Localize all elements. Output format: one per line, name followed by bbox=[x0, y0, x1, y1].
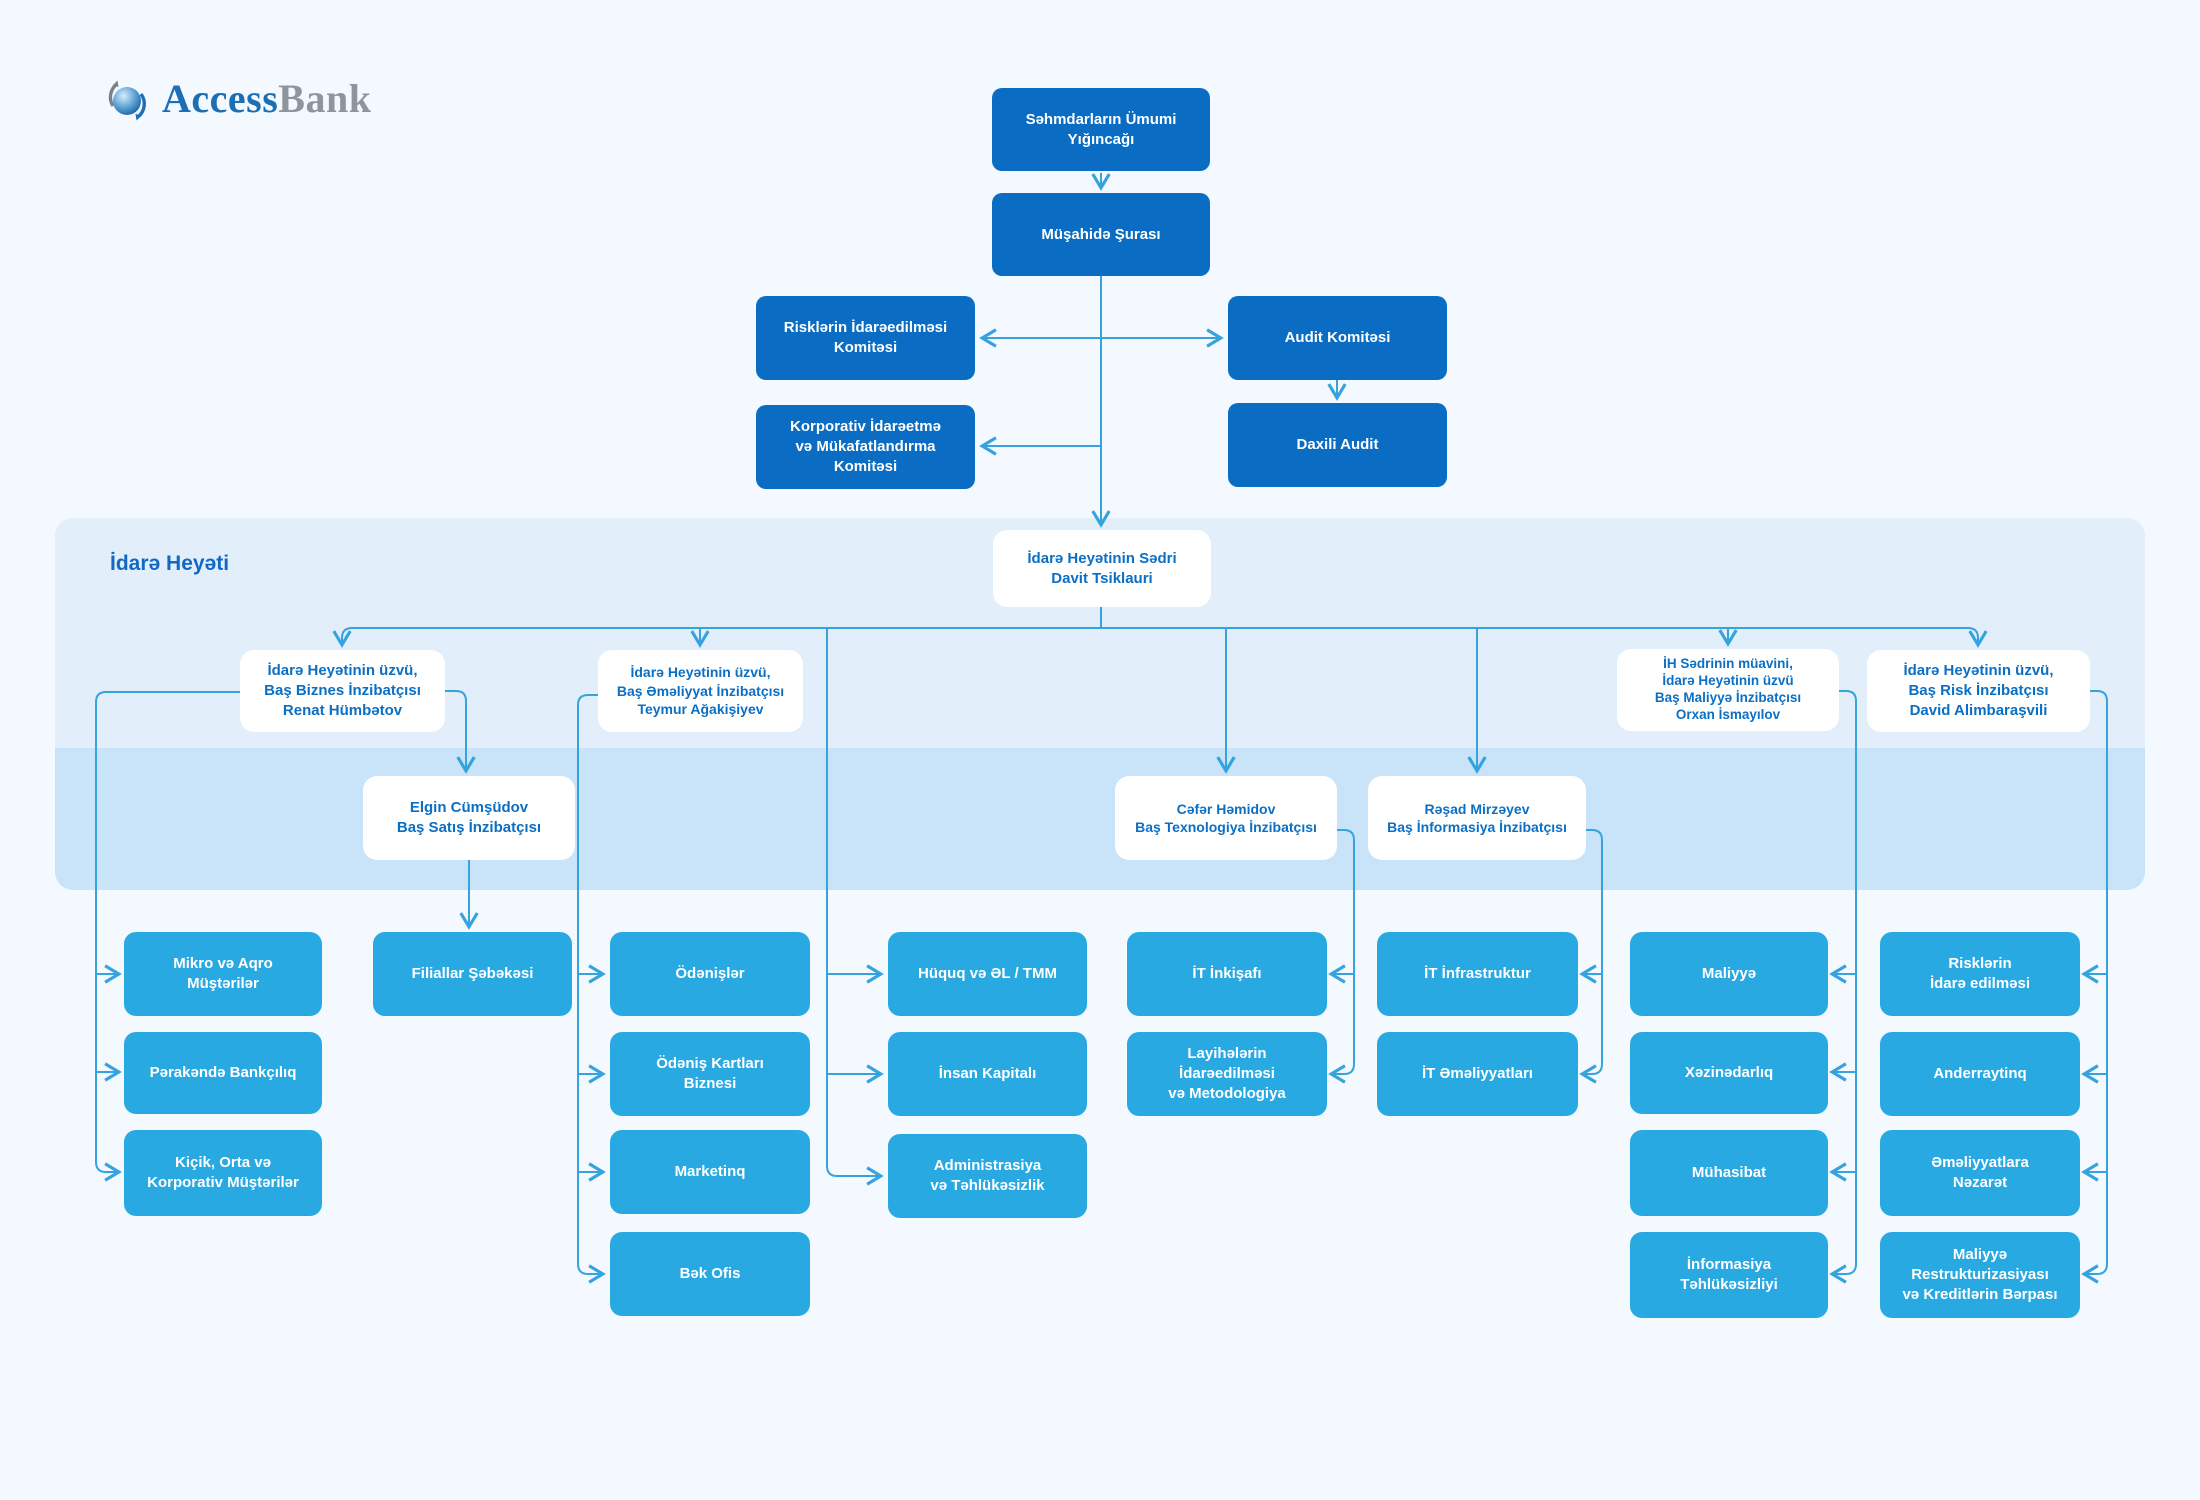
node-odenisler: Ödənişlər bbox=[610, 932, 810, 1016]
node-huquq: Hüquq və ƏL / TMM bbox=[888, 932, 1087, 1016]
node-filiallar-sebekesi: Filiallar Şəbəkəsi bbox=[373, 932, 572, 1016]
node-it-inkisafi: İT İnkişafı bbox=[1127, 932, 1327, 1016]
node-maliyye-restrukturizasiyasi: Maliyyə Restrukturizasiyası və Kreditlər… bbox=[1880, 1232, 2080, 1318]
node-general-meeting: Səhmdarların Ümumi Yığıncağı bbox=[992, 88, 1210, 171]
node-bek-ofis: Bək Ofis bbox=[610, 1232, 810, 1316]
node-maliyye: Maliyyə bbox=[1630, 932, 1828, 1016]
node-administrasiya: Administrasiya və Təhlükəsizlik bbox=[888, 1134, 1087, 1218]
logo-part-access: Access bbox=[162, 75, 279, 121]
node-perakende-bankciliq: Pərakəndə Bankçılıq bbox=[124, 1032, 322, 1114]
node-insan-kapitali: İnsan Kapitalı bbox=[888, 1032, 1087, 1116]
node-elgin-cumsudov: Elgin Cümşüdov Baş Satış İnzibatçısı bbox=[363, 776, 575, 860]
node-anderraytinq: Anderraytinq bbox=[1880, 1032, 2080, 1116]
node-audit-committee: Audit Komitəsi bbox=[1228, 296, 1447, 380]
node-emeliyyatlara-nezaret: Əməliyyatlara Nəzarət bbox=[1880, 1130, 2080, 1216]
node-supervisory-board: Müşahidə Şurası bbox=[992, 193, 1210, 276]
logo-part-bank: Bank bbox=[278, 75, 372, 121]
node-chairman: İdarə Heyətinin Sədri Davit Tsiklauri bbox=[993, 530, 1211, 607]
node-kicik-orta-korporativ: Kiçik, Orta və Korporativ Müştərilər bbox=[124, 1130, 322, 1216]
node-layiheler: Layihələrin İdarəedilməsi və Metodologiy… bbox=[1127, 1032, 1327, 1116]
node-internal-audit: Daxili Audit bbox=[1228, 403, 1447, 487]
node-teymur-agakisiyev: İdarə Heyətinin üzvü, Baş Əməliyyat İnzi… bbox=[598, 650, 803, 732]
node-david-alimbarasvili: İdarə Heyətinin üzvü, Baş Risk İnzibatçı… bbox=[1867, 650, 2090, 732]
node-cefer-hemidov: Cəfər Həmidov Baş Texnologiya İnzibatçıs… bbox=[1115, 776, 1337, 860]
logo-wordmark: AccessBank bbox=[162, 75, 371, 122]
node-muhasibat: Mühasibat bbox=[1630, 1130, 1828, 1216]
globe-icon bbox=[108, 80, 146, 121]
node-marketinq: Marketinq bbox=[610, 1130, 810, 1214]
node-xezinedarliq: Xəzinədarlıq bbox=[1630, 1032, 1828, 1114]
node-resad-mirzeyev: Rəşad Mirzəyev Baş İnformasiya İnzibatçı… bbox=[1368, 776, 1586, 860]
node-odenis-kartlari: Ödəniş Kartları Biznesi bbox=[610, 1032, 810, 1116]
board-band-title: İdarə Heyəti bbox=[110, 552, 230, 575]
node-informasiya-tehlukesizliyi: İnformasiya Təhlükəsizliyi bbox=[1630, 1232, 1828, 1318]
node-it-infrastruktur: İT İnfrastruktur bbox=[1377, 932, 1578, 1016]
node-it-emeliyyatlari: İT Əməliyyatları bbox=[1377, 1032, 1578, 1116]
accessbank-logo: AccessBank bbox=[100, 72, 371, 124]
node-risklerin-idare-edilmesi: Risklərin İdarə edilməsi bbox=[1880, 932, 2080, 1016]
node-orxan-ismayilov: İH Sədrinin müavini, İdarə Heyətinin üzv… bbox=[1617, 649, 1839, 731]
node-mikro-aqro: Mikro və Aqro Müştərilər bbox=[124, 932, 322, 1016]
node-risk-committee: Risklərin İdarəedilməsi Komitəsi bbox=[756, 296, 975, 380]
node-renat-humbetov: İdarə Heyətinin üzvü, Baş Biznes İnzibat… bbox=[240, 650, 445, 732]
node-corporate-committee: Korporativ İdarəetmə və Mükafatlandırma … bbox=[756, 405, 975, 489]
